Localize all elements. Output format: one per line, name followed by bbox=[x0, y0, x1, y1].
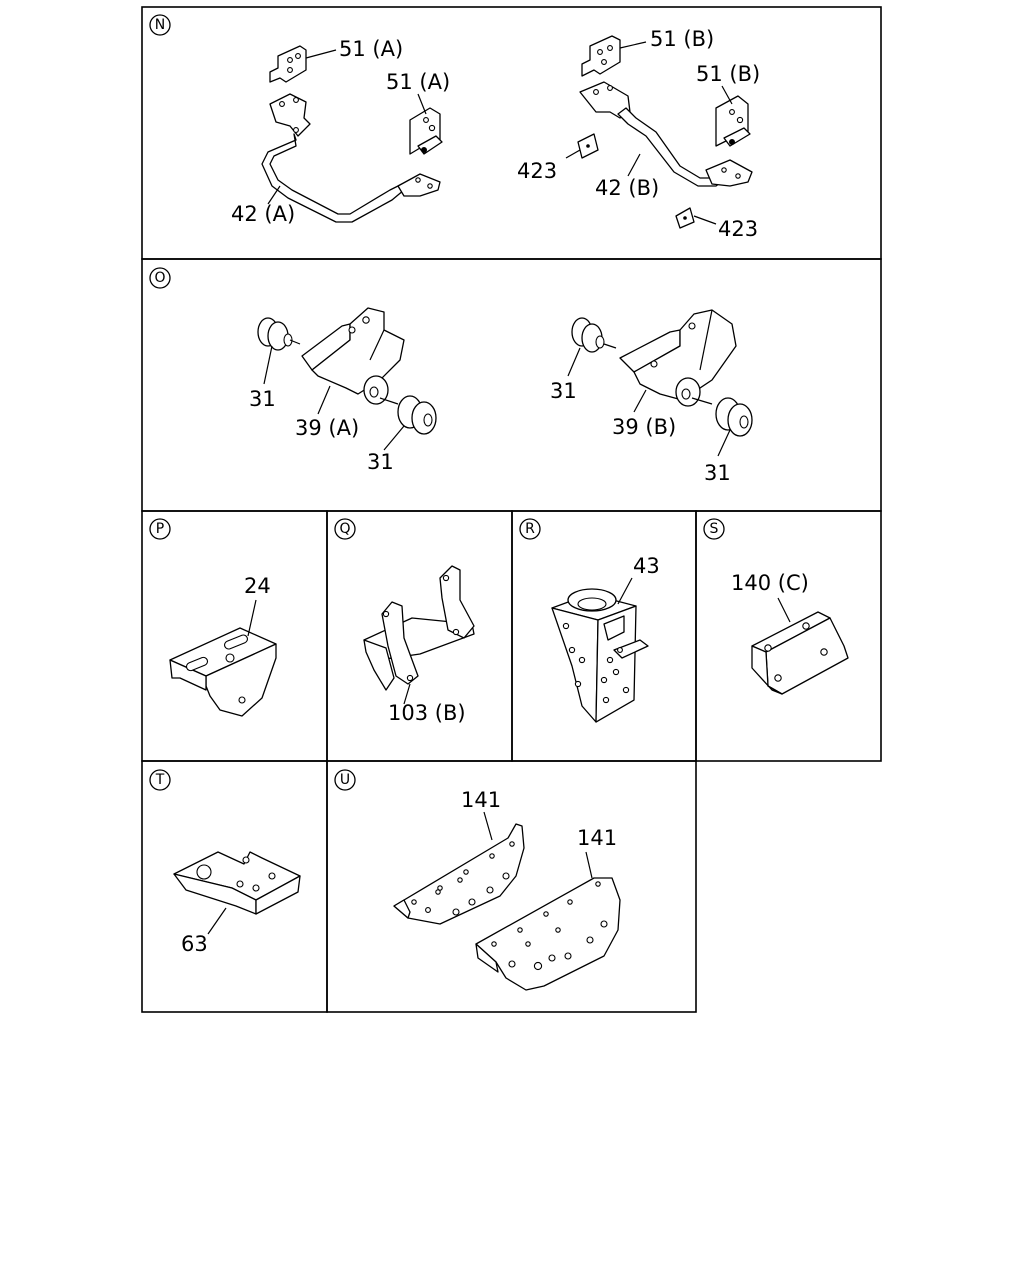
section-badge-r: R bbox=[519, 518, 541, 540]
bushing-31-right-top bbox=[571, 317, 617, 353]
bushing-31-right-bottom bbox=[675, 377, 753, 437]
label-141-2: 141 bbox=[577, 826, 617, 850]
badge-s-text: S bbox=[710, 521, 719, 537]
panel-t-drawing: 63 bbox=[173, 851, 301, 956]
label-51b-1: 51 (B) bbox=[650, 27, 714, 51]
label-24: 24 bbox=[244, 574, 271, 598]
bracket-43 bbox=[551, 588, 649, 723]
hanger-39a bbox=[301, 307, 405, 395]
section-badge-q: Q bbox=[334, 518, 356, 540]
label-39a: 39 (A) bbox=[295, 416, 359, 440]
section-badge-p: P bbox=[149, 518, 171, 540]
label-31-b1: 31 bbox=[550, 379, 577, 403]
panel-frames bbox=[141, 6, 882, 1013]
label-43: 43 bbox=[633, 554, 660, 578]
bracket-141-upper bbox=[393, 823, 525, 925]
label-51a-1: 51 (A) bbox=[339, 37, 403, 61]
bushing-31-left-bottom bbox=[363, 375, 437, 435]
panel-o-drawing: 31 39 (A) 31 31 39 (B) 3 bbox=[249, 307, 753, 485]
badge-p-text: P bbox=[156, 521, 164, 537]
badge-n-text: N bbox=[155, 17, 165, 33]
section-badge-n: N bbox=[149, 14, 171, 36]
badge-o-text: O bbox=[154, 270, 165, 286]
bracket-63 bbox=[173, 851, 301, 915]
label-31-a1: 31 bbox=[249, 387, 276, 411]
panel-p-drawing: 24 bbox=[169, 574, 277, 717]
panel-r-drawing: 43 bbox=[551, 554, 660, 723]
panel-s-frame bbox=[695, 510, 882, 762]
panel-u-frame bbox=[326, 760, 697, 1013]
bushing-31-left-top bbox=[257, 317, 301, 351]
panel-s-drawing: 140 (C) bbox=[731, 571, 849, 695]
label-51b-2: 51 (B) bbox=[696, 62, 760, 86]
section-badge-o: O bbox=[149, 267, 171, 289]
label-423-2: 423 bbox=[718, 217, 758, 241]
panel-o-frame bbox=[141, 258, 882, 512]
panel-n-drawing: 51 (A) 51 (A) 42 (A) bbox=[231, 27, 760, 241]
badge-t-text: T bbox=[155, 772, 165, 788]
label-63: 63 bbox=[181, 932, 208, 956]
bracket-103b bbox=[363, 565, 475, 691]
label-140c: 140 (C) bbox=[731, 571, 809, 595]
section-badge-s: S bbox=[703, 518, 725, 540]
label-42a: 42 (A) bbox=[231, 202, 295, 226]
bracket-140c bbox=[751, 611, 849, 695]
label-103b: 103 (B) bbox=[388, 701, 466, 725]
section-badge-u: U bbox=[334, 769, 356, 791]
bracket-51b-top bbox=[581, 35, 621, 77]
shim-423-right bbox=[675, 207, 695, 229]
bracket-51b-right bbox=[715, 95, 751, 147]
bracket-51a-right bbox=[409, 107, 443, 155]
section-badge-t: T bbox=[149, 769, 171, 791]
label-42b: 42 (B) bbox=[595, 176, 659, 200]
label-31-b3: 31 bbox=[704, 461, 731, 485]
hanger-39b bbox=[619, 309, 737, 401]
badge-r-text: R bbox=[525, 521, 535, 537]
shim-423-left bbox=[577, 133, 599, 159]
label-31-a3: 31 bbox=[367, 450, 394, 474]
badge-q-text: Q bbox=[339, 521, 350, 537]
badge-u-text: U bbox=[340, 772, 350, 788]
crossmember-42a bbox=[261, 93, 441, 223]
bracket-141-lower bbox=[475, 877, 621, 991]
label-423-1: 423 bbox=[517, 159, 557, 183]
panel-u-drawing: 141 141 bbox=[393, 788, 621, 991]
label-141-1: 141 bbox=[461, 788, 501, 812]
label-39b: 39 (B) bbox=[612, 415, 676, 439]
crossmember-42b bbox=[579, 81, 753, 187]
bracket-24 bbox=[169, 627, 277, 717]
bracket-51a-top bbox=[269, 45, 307, 83]
panel-q-drawing: 103 (B) bbox=[363, 565, 475, 725]
label-51a-2: 51 (A) bbox=[386, 70, 450, 94]
